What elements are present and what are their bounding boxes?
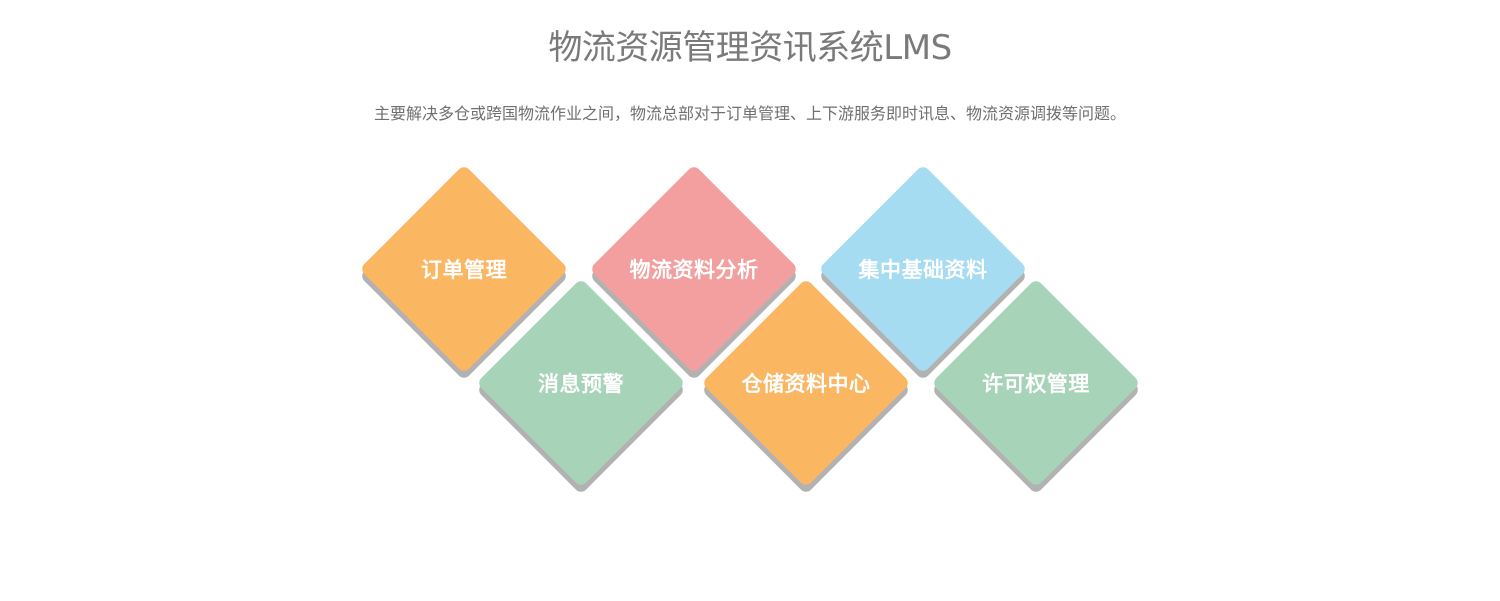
module-label: 物流资料分析: [629, 258, 759, 282]
module-label: 集中基础资料: [858, 258, 988, 282]
module-label: 消息预警: [538, 372, 624, 396]
module-warehouse-data-center[interactable]: 仓储资料中心: [701, 278, 911, 495]
module-permission-management[interactable]: 许可权管理: [931, 278, 1141, 495]
module-logistics-analysis[interactable]: 物流资料分析: [589, 164, 799, 381]
module-order-management[interactable]: 订单管理: [359, 164, 569, 381]
module-label: 订单管理: [421, 258, 507, 282]
module-label: 仓储资料中心: [741, 372, 871, 396]
module-message-alert[interactable]: 消息预警: [476, 278, 686, 495]
page-subtitle: 主要解决多仓或跨国物流作业之间，物流总部对于订单管理、上下游服务即时讯息、物流资…: [373, 104, 1126, 123]
module-label: 许可权管理: [982, 372, 1090, 396]
page-title: 物流资源管理资讯系统LMS: [548, 28, 952, 68]
module-central-base-data[interactable]: 集中基础资料: [818, 164, 1028, 381]
